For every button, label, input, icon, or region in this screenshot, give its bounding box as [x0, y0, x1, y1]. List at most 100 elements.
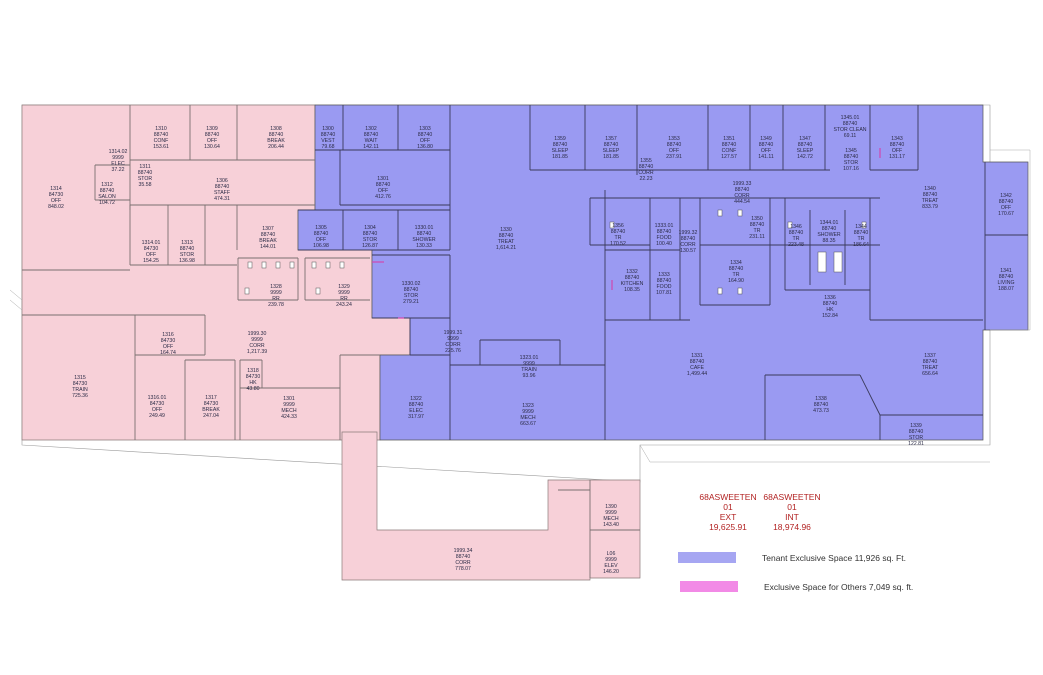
room-label-line: 88740: [998, 274, 1014, 280]
room-label-line: 1302: [365, 126, 377, 132]
room-label-line: 88740: [137, 170, 153, 176]
int-stats: 68ASWEETEN 01 INT 18,974.96: [752, 492, 832, 532]
room-label-line: 88740: [362, 231, 378, 237]
room-label-line: HK: [249, 380, 257, 386]
room-label-line: 1342: [1000, 193, 1012, 199]
room-label-line: 9999: [522, 409, 534, 415]
room-label-line: TR: [614, 235, 622, 241]
room-label-line: 1333.01: [654, 223, 674, 229]
room-label-line: 474.31: [214, 196, 230, 202]
room-label-line: 88740: [842, 121, 858, 127]
room-label-line: 88740: [922, 192, 938, 198]
room-label-line: 1318: [247, 368, 259, 374]
room-label-line: OFF: [162, 344, 174, 350]
room-label-line: 1322: [410, 396, 422, 402]
room-label-line: 108.35: [624, 287, 640, 293]
room-label-line: 778.07: [455, 566, 471, 572]
room-label-line: 88740: [416, 231, 432, 237]
room-label-line: 9999: [523, 361, 535, 367]
room-label-line: 1323.01: [519, 355, 539, 361]
room-label-line: 164.90: [728, 278, 744, 284]
room-label-line: 84730: [203, 401, 219, 407]
room-label-line: 1306: [216, 178, 228, 184]
room-label-line: 88740: [813, 402, 829, 408]
room-label-line: 1332: [626, 269, 638, 275]
room-label-line: 88740: [666, 142, 682, 148]
room-label-line: 84730: [245, 374, 261, 380]
room-label-line: 1355: [640, 158, 652, 164]
room-label-line: 1316: [162, 332, 174, 338]
tenant-zone: [297, 104, 1029, 441]
room-label-line: 1309: [206, 126, 218, 132]
room-label-line: STOR: [908, 435, 924, 441]
room-label-line: 88.35: [822, 238, 836, 244]
room-label-line: 181.85: [603, 154, 619, 160]
room-label-line: OFF: [206, 138, 218, 144]
room-label-line: KITCHEN: [620, 281, 644, 287]
legend-swatch-others: [680, 581, 738, 592]
room-label-line: 231.11: [749, 234, 765, 240]
room-label-line: TREAT: [921, 365, 939, 371]
room-label-line: MECH: [520, 415, 536, 421]
room-label-line: OFF: [419, 138, 431, 144]
room-label-line: TREAT: [921, 198, 939, 204]
room-label-line: 833.79: [922, 204, 938, 210]
room-label-line: 1308: [270, 126, 282, 132]
room-label-line: 88740: [788, 230, 804, 236]
room-label-line: 473.73: [813, 408, 829, 414]
room-label-line: 1,614.21: [495, 245, 517, 251]
room-label-line: 1314: [50, 186, 62, 192]
room-label-line: OFF: [377, 188, 389, 194]
door-markers: [372, 148, 881, 319]
room-label-line: 9999: [112, 155, 124, 161]
room-label-line: 1359: [554, 136, 566, 142]
room-label-line: 170.52: [610, 241, 626, 247]
room-label-line: CORR: [734, 193, 750, 199]
room-label-line: CORR: [638, 170, 654, 176]
room-label-line: 1350: [751, 216, 763, 222]
room-label-line: OFF: [315, 237, 327, 243]
room-label-line: 247.04: [203, 413, 219, 419]
ext-stats: 68ASWEETEN 01 EXT 19,625.91: [688, 492, 768, 532]
room-label-line: ELEC: [111, 161, 125, 167]
room-label-line: STOR CLEAN: [833, 127, 867, 133]
room-label-line: 9999: [283, 402, 295, 408]
room-label-line: 100.40: [656, 241, 672, 247]
legend-tenant: Tenant Exclusive Space 11,926 sq. Ft.: [678, 552, 906, 563]
stat-line: 68ASWEETEN: [699, 492, 757, 502]
room-label-line: 1351: [723, 136, 735, 142]
room-label-line: STOR: [137, 176, 153, 182]
room-label-line: 88740: [749, 222, 765, 228]
legend-others: Exclusive Space for Others 7,049 sq. ft.: [680, 581, 913, 592]
room-label-line: BREAK: [259, 238, 277, 244]
room-label-line: 1999.33: [732, 181, 752, 187]
room-label-line: 1390: [605, 504, 617, 510]
stat-line: EXT: [719, 512, 737, 522]
stat-line: 01: [723, 502, 733, 512]
legend-label-tenant: Tenant Exclusive Space 11,926 sq. Ft.: [762, 552, 906, 563]
room-label-line: 88740: [375, 182, 391, 188]
room-label-line: 88740: [853, 230, 869, 236]
room-label-line: 153.61: [153, 144, 169, 150]
room-label-line: CORR: [680, 242, 696, 248]
